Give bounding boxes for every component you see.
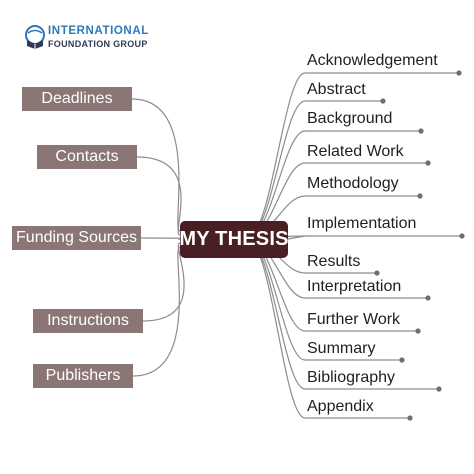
left-node-instructions: Instructions [33, 309, 143, 333]
left-connector [131, 98, 181, 232]
right-node-implementation: Implementation [307, 215, 417, 232]
center-node: MY THESIS [179, 221, 288, 258]
right-node-summary: Summary [307, 340, 376, 357]
connector-end-dot [399, 357, 405, 363]
left-node-funding-sources: Funding Sources [12, 226, 141, 250]
right-connector [257, 100, 383, 230]
connector-end-dot [418, 128, 424, 134]
right-connector [257, 248, 439, 390]
right-node-appendix: Appendix [307, 398, 374, 415]
left-connector [140, 237, 184, 240]
connector-end-dot [417, 193, 423, 199]
connector-end-dot [456, 70, 462, 76]
right-node-abstract: Abstract [307, 81, 366, 98]
connector-end-dot [374, 270, 380, 276]
right-connector [287, 235, 306, 240]
right-connector [257, 130, 421, 232]
right-node-background: Background [307, 110, 393, 127]
right-node-acknowledgement: Acknowledgement [307, 52, 438, 69]
left-node-contacts: Contacts [37, 145, 137, 169]
left-connector [136, 156, 182, 236]
right-connector [257, 72, 459, 228]
connector-end-dot [459, 233, 465, 239]
connector-end-dot [436, 386, 442, 392]
left-connector [132, 246, 181, 377]
brand-logo: INTERNATIONAL FOUNDATION GROUP [24, 22, 164, 52]
connector-end-dot [425, 295, 431, 301]
right-node-further-work: Further Work [307, 311, 401, 328]
connector-end-dot [415, 328, 421, 334]
brand-name-line2: FOUNDATION GROUP [48, 39, 148, 49]
left-node-publishers: Publishers [33, 364, 133, 388]
left-connector [142, 242, 185, 322]
right-node-interpretation: Interpretation [307, 278, 402, 295]
left-node-deadlines: Deadlines [22, 87, 132, 111]
right-node-related-work: Related Work [307, 143, 404, 160]
right-node-bibliography: Bibliography [307, 369, 396, 386]
right-connector [257, 246, 402, 361]
right-node-methodology: Methodology [307, 175, 399, 192]
connector-end-dot [425, 160, 431, 166]
right-connector [257, 250, 410, 419]
brand-name-line1: INTERNATIONAL [48, 25, 149, 37]
right-node-results: Results [307, 253, 361, 270]
connector-end-dot [380, 98, 386, 104]
connector-end-dot [407, 415, 413, 421]
book-globe-icon [25, 25, 45, 49]
